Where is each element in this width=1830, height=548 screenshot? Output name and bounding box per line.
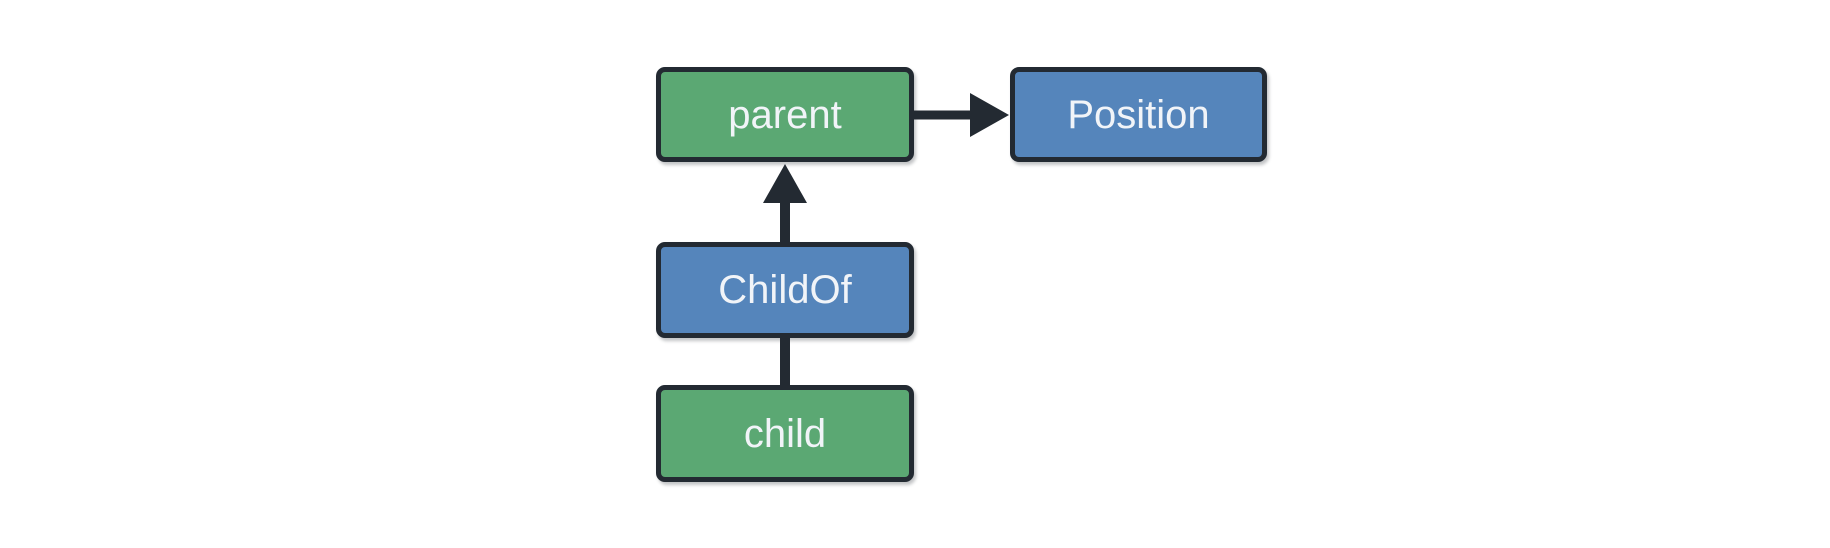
edge-parent-to-position-arrow	[914, 93, 1009, 137]
node-child-label: child	[743, 411, 827, 456]
node-child: child	[656, 385, 914, 482]
node-parent: parent	[656, 67, 914, 162]
edge-childof-to-parent-arrow	[763, 164, 807, 243]
node-parent-label: parent	[728, 92, 842, 137]
node-childof: ChildOf	[656, 242, 914, 338]
node-childof-label: ChildOf	[718, 268, 852, 312]
node-position: Position	[1010, 67, 1267, 162]
node-position-label: Position	[1067, 92, 1210, 137]
